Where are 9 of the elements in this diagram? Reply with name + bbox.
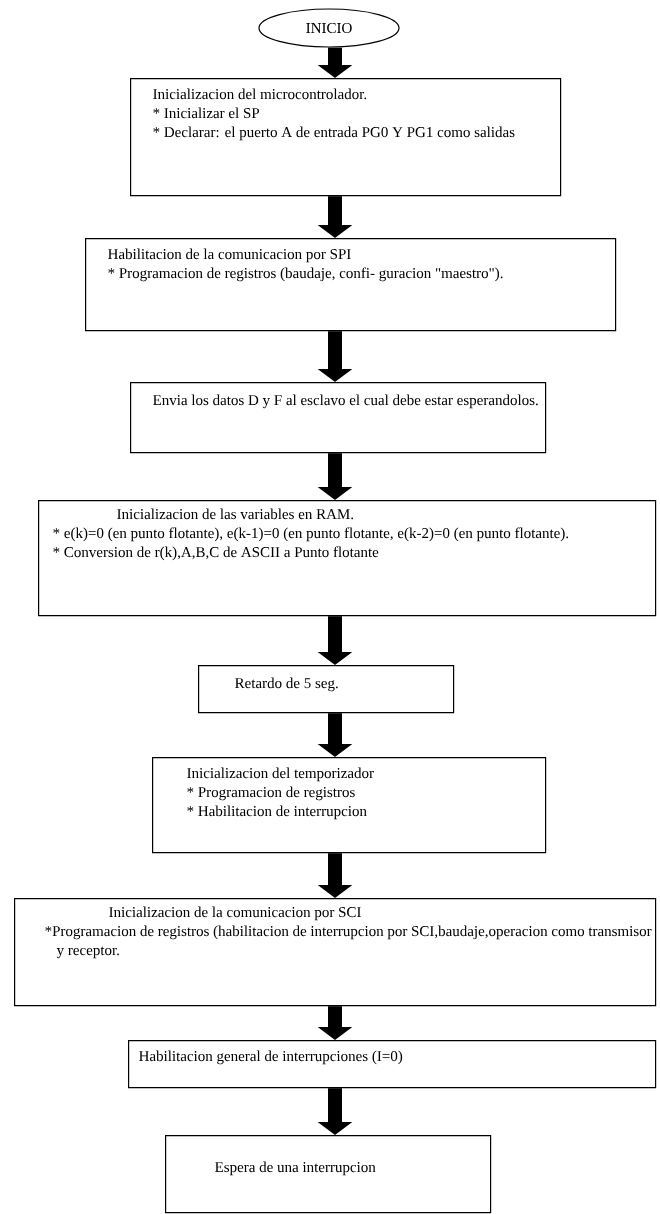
process-box: Habilitacion de la comunicacion por SPI * Programacion de registros (baudaje, confi- guracion "maestro"). bbox=[85, 238, 617, 332]
process-box: Inicializacion del microcontrolador. * Inicializar el SP * Declarar: el puerto A de entrada PG0 Y PG1 como salidas bbox=[130, 78, 562, 197]
process-box: Retardo de 5 seg. bbox=[198, 665, 455, 714]
process-box: Inicializacion del temporizador * Programacion de registros * Habilitacion de interrupcion bbox=[152, 757, 547, 854]
process-box: Inicializacion de la comunicacion por SCI *Programacion de registros (habilitacion de interrupcion por SCI,baudaje,operacion como transmisor y receptor. bbox=[14, 898, 657, 1007]
process-box: Inicializacion de las variables en RAM. * e(k)=0 (en punto flotante), e(k-1)=0 (en punto flotante, e(k-2)=0 (en punto flotante). * Conversion de r(k),A,B,C de ASCII a Punto flotante bbox=[38, 500, 657, 617]
process-box: Espera de una interrupcion bbox=[165, 1135, 492, 1214]
process-box: Habilitacion general de interrupciones (I=0) bbox=[128, 1040, 657, 1089]
process-box: Envia los datos D y F al esclavo el cual debe estar esperandolos. bbox=[130, 382, 547, 454]
